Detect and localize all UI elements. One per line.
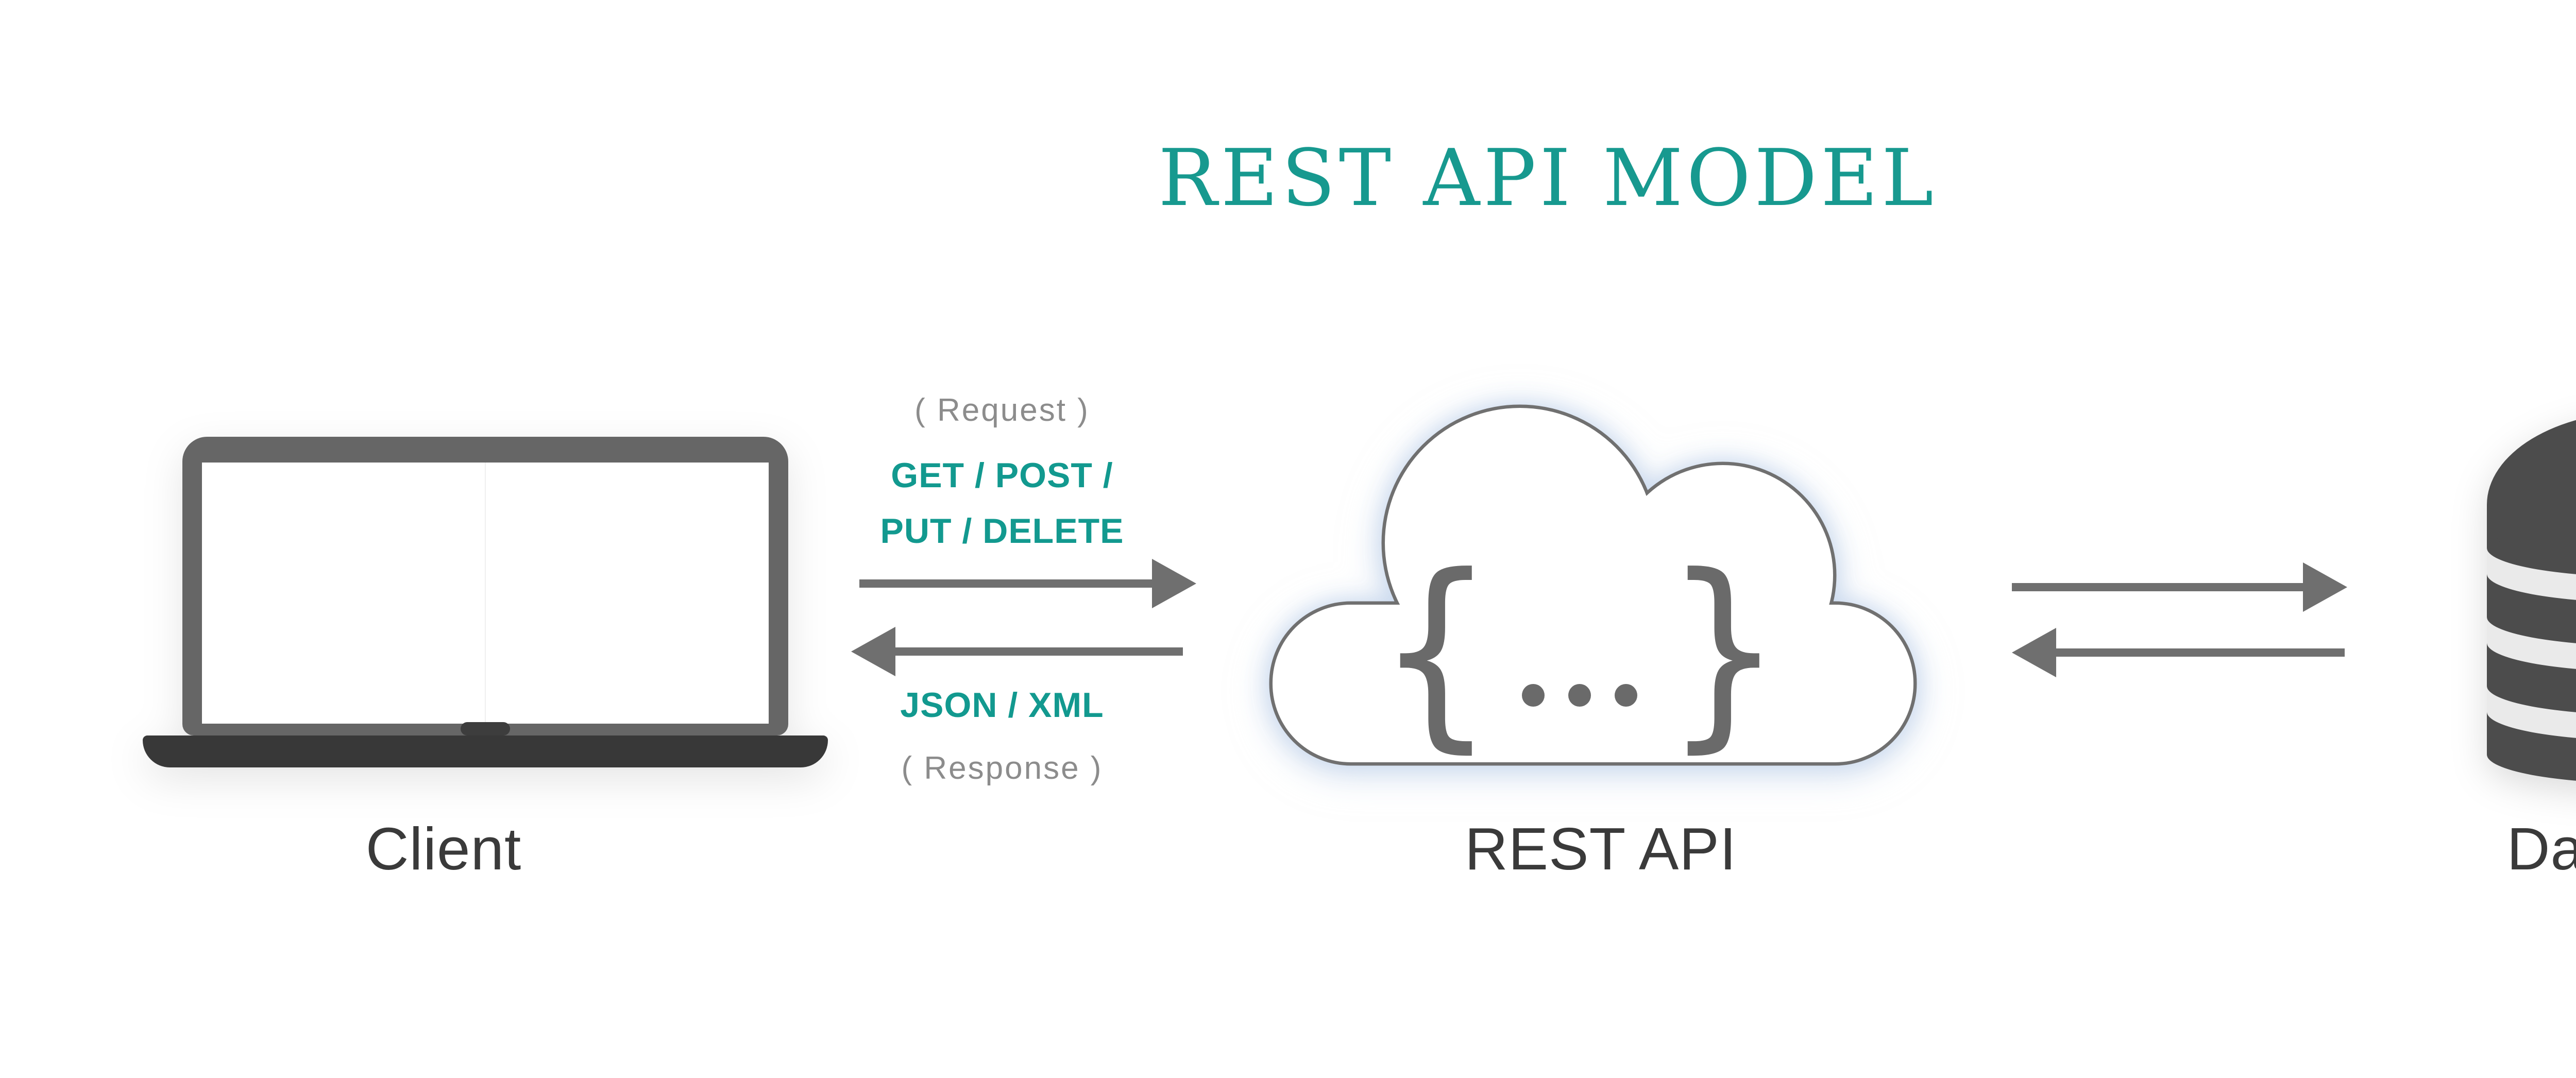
ellipsis-dots (1522, 684, 1637, 707)
close-brace: } (1664, 532, 1783, 771)
response-annotation: ( Response ) (901, 750, 1103, 786)
arrow-shaft (2012, 583, 2303, 591)
response-arrow-icon (851, 627, 1183, 676)
laptop-icon (143, 437, 828, 767)
code-braces-icon: { } (1377, 533, 1783, 770)
arrow-head (2012, 628, 2056, 677)
dot (1522, 684, 1545, 707)
dot (1568, 684, 1591, 707)
db-to-api-arrow-icon (2012, 628, 2345, 677)
laptop-screen-seam (485, 463, 486, 724)
request-methods-line1: GET / POST / (891, 456, 1113, 495)
dot (1615, 684, 1637, 707)
request-annotation: ( Request ) (914, 392, 1090, 428)
laptop-notch (461, 722, 510, 735)
client-label: Client (365, 815, 522, 882)
database-label: Database (2506, 815, 2576, 882)
database-icon (2483, 409, 2576, 785)
rest-api-label: REST API (1464, 815, 1737, 882)
request-methods-line2: PUT / DELETE (880, 511, 1124, 551)
laptop-base (143, 735, 828, 767)
cloud-icon (1268, 403, 1918, 768)
arrow-head (2303, 562, 2347, 612)
arrow-head (851, 627, 895, 676)
request-arrow-icon (859, 559, 1196, 608)
diagram-title: REST API MODEL (1158, 132, 1937, 224)
database-shape (2487, 420, 2576, 781)
open-brace: { (1377, 532, 1495, 771)
arrow-shaft (2056, 648, 2345, 657)
response-formats: JSON / XML (900, 686, 1104, 725)
arrow-shaft (859, 579, 1152, 588)
cloud-shape (1269, 404, 1917, 766)
arrow-head (1152, 559, 1196, 608)
api-to-db-arrow-icon (2012, 562, 2347, 612)
arrow-shaft (895, 647, 1183, 656)
